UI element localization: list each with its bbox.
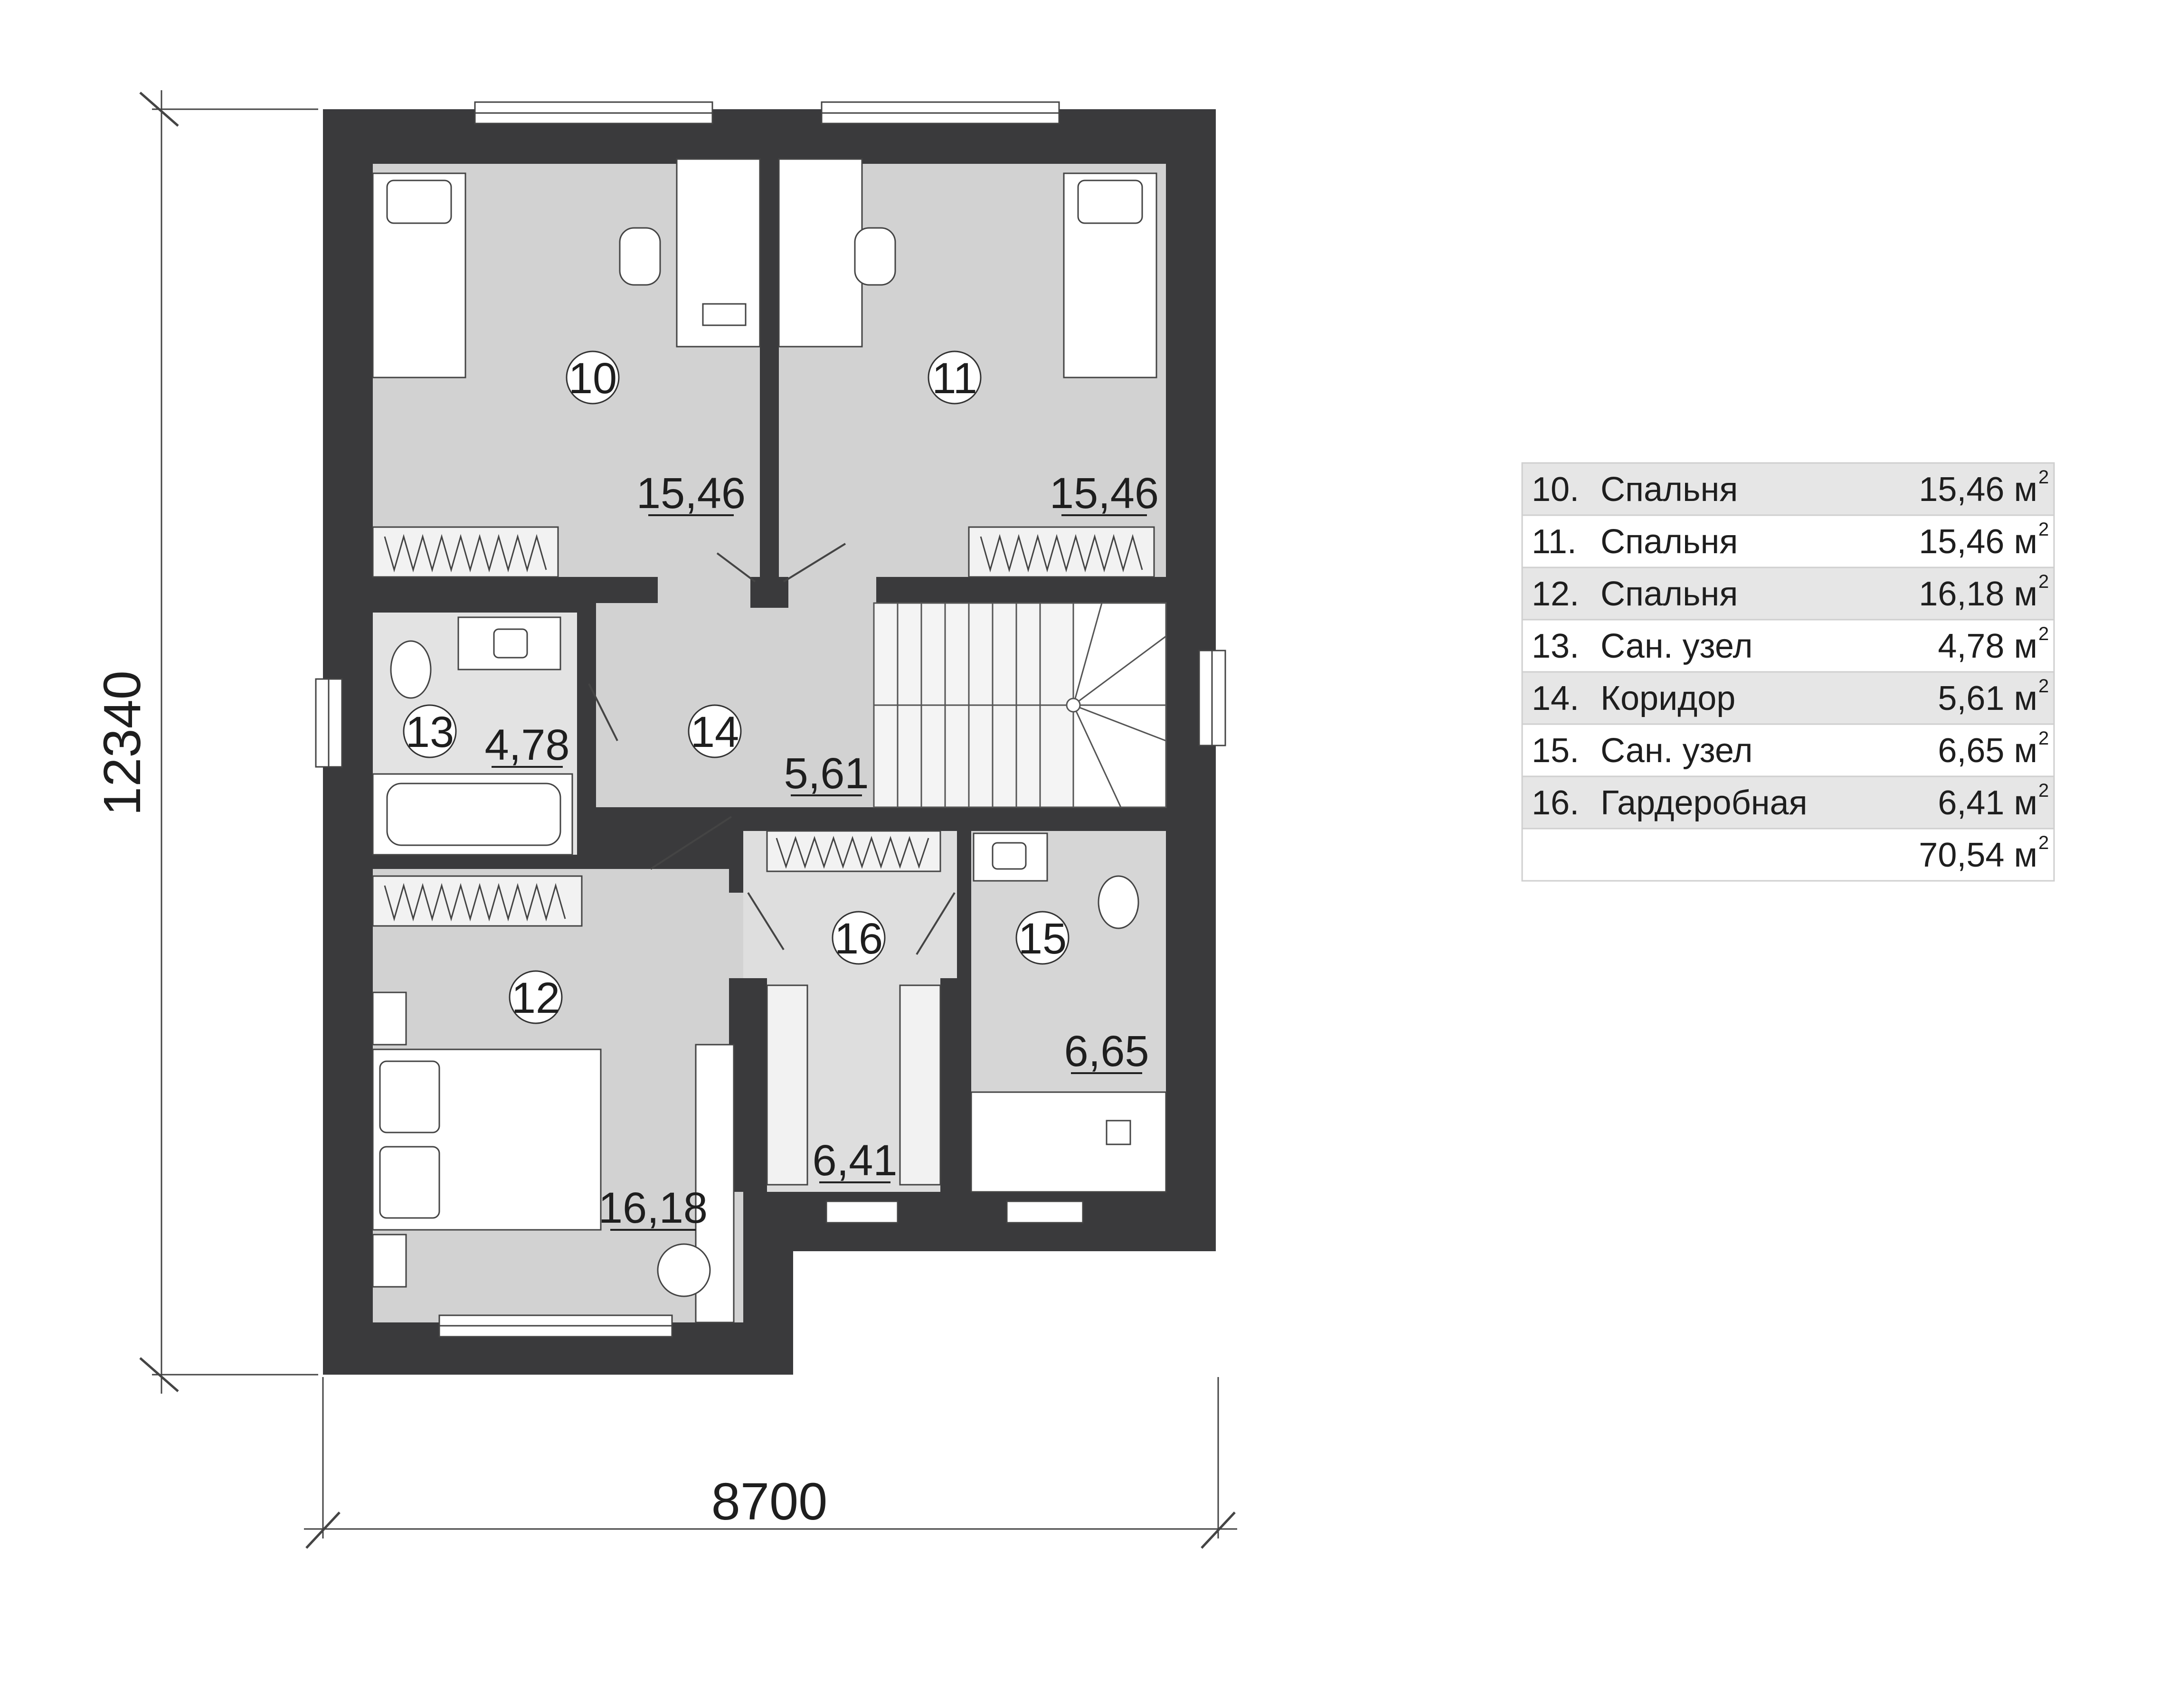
room-10-area: 15,46 (636, 469, 746, 518)
svg-text:15: 15 (1018, 915, 1067, 963)
room-schedule-table: 10. Спальня 15,46 м 2 11. Спальня 15,46 … (1521, 462, 2055, 882)
staircase (873, 602, 1167, 808)
svg-text:6,65 м: 6,65 м (1938, 732, 2037, 770)
svg-text:5,61 м: 5,61 м (1938, 679, 2037, 717)
svg-text:14: 14 (691, 708, 739, 756)
svg-text:4,78 м: 4,78 м (1938, 627, 2037, 665)
table-row: 11. Спальня 15,46 м 2 (1532, 519, 2049, 561)
room-15-marker: 15 (1015, 911, 1070, 965)
room-12-marker: 12 (509, 970, 563, 1024)
svg-text:2: 2 (2038, 728, 2049, 749)
svg-text:Коридор: Коридор (1600, 679, 1735, 717)
svg-text:Гардеробная: Гардеробная (1600, 784, 1808, 822)
svg-text:2: 2 (2038, 623, 2049, 644)
svg-text:11.: 11. (1532, 523, 1577, 561)
svg-text:Сан. узел: Сан. узел (1600, 627, 1752, 665)
room-13-fixtures (372, 616, 573, 856)
svg-text:15,46 м: 15,46 м (1919, 523, 2037, 561)
svg-text:2: 2 (2038, 676, 2049, 697)
svg-text:Спальня: Спальня (1600, 471, 1738, 509)
room-areas: 15,46 15,46 16,18 4,78 5,61 6,65 6,41 (484, 469, 1159, 1232)
svg-text:10.: 10. (1532, 471, 1579, 509)
room-14-area: 5,61 (784, 749, 869, 798)
svg-text:2: 2 (2038, 832, 2049, 853)
height-dimension: 12340 (93, 670, 152, 816)
svg-text:15,46 м: 15,46 м (1919, 471, 2037, 509)
table-row: 13. Сан. узел 4,78 м 2 (1532, 623, 2049, 665)
room-16-area: 6,41 (812, 1136, 897, 1185)
table-row: 15. Сан. узел 6,65 м 2 (1532, 728, 2049, 770)
svg-text:Спальня: Спальня (1600, 523, 1738, 561)
svg-text:2: 2 (2038, 467, 2049, 488)
room-16-furniture (766, 830, 941, 1186)
svg-text:Сан. узел: Сан. узел (1600, 732, 1752, 770)
room-markers: 10 11 12 13 14 15 16 (403, 350, 1070, 1024)
svg-text:10: 10 (568, 354, 617, 403)
svg-text:70,54 м: 70,54 м (1919, 836, 2037, 874)
table-row: 16. Гардеробная 6,41 м 2 (1532, 780, 2049, 822)
room-13-area: 4,78 (484, 721, 569, 769)
doors (588, 543, 956, 955)
interior-walls (373, 164, 1166, 1251)
room-10-marker: 10 (566, 350, 620, 405)
table-row: 12. Спальня 16,18 м 2 (1532, 571, 2049, 613)
svg-text:11: 11 (932, 354, 977, 403)
svg-text:2: 2 (2038, 780, 2049, 801)
svg-text:13.: 13. (1532, 627, 1579, 665)
table-row: 14. Коридор 5,61 м 2 (1532, 676, 2049, 717)
svg-text:6,41 м: 6,41 м (1938, 784, 2037, 822)
table-total-row: 70,54 м 2 (1919, 832, 2049, 874)
svg-text:16: 16 (834, 915, 883, 963)
room-11-furniture (778, 158, 1157, 578)
room-16-marker: 16 (832, 911, 886, 965)
svg-text:14.: 14. (1532, 679, 1579, 717)
svg-text:2: 2 (2038, 571, 2049, 592)
room-15-fixtures (970, 832, 1167, 1193)
dimension-lines (139, 90, 1237, 1549)
svg-text:15.: 15. (1532, 732, 1579, 770)
room-10-furniture (372, 158, 761, 578)
svg-text:2: 2 (2038, 519, 2049, 540)
room-14-marker: 14 (688, 704, 742, 758)
room-13-marker: 13 (403, 704, 457, 758)
svg-text:12.: 12. (1532, 575, 1579, 613)
svg-text:13: 13 (406, 708, 454, 756)
svg-text:12: 12 (511, 974, 560, 1022)
table-row: 10. Спальня 15,46 м 2 (1532, 467, 2049, 509)
room-11-marker: 11 (928, 350, 982, 405)
svg-text:16,18 м: 16,18 м (1919, 575, 2037, 613)
svg-text:16.: 16. (1532, 784, 1579, 822)
room-12-furniture (372, 875, 735, 1323)
windows (315, 101, 1226, 1338)
svg-text:Спальня: Спальня (1600, 575, 1738, 613)
width-dimension: 8700 (711, 1472, 828, 1531)
room-15-area: 6,65 (1064, 1027, 1149, 1076)
room-12-area: 16,18 (598, 1184, 708, 1232)
room-11-area: 15,46 (1050, 469, 1159, 518)
